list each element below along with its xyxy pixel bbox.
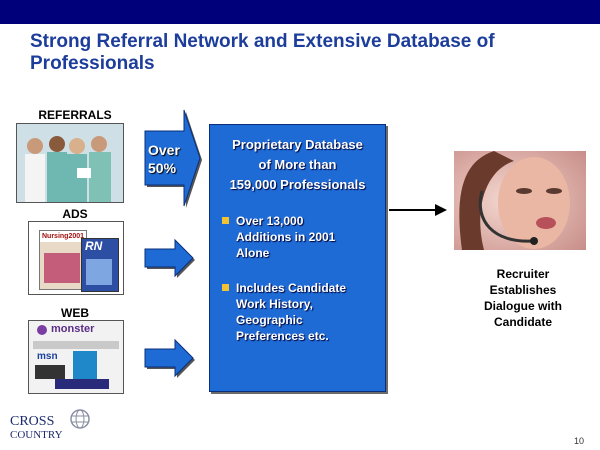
bullet-line: Includes Candidate [236,281,347,295]
msn-text: msn [37,351,58,362]
ads-arrow [144,238,195,278]
monster-logo: monster [35,323,119,339]
referrals-label: REFERRALS [38,108,112,122]
recruiter-headset-photo [454,151,586,250]
over-50-percent-text: Over 50% [148,141,188,177]
monster-text: monster [51,323,95,335]
logo-text-line2: COUNTRY [10,429,63,441]
magazine-rn-title: RN [85,239,103,253]
database-title: Proprietary Database of More than 159,00… [214,135,381,195]
database-title-line: 159,000 Professionals [229,177,366,192]
database-title-line: of More than [258,157,337,172]
bullet-square-icon [222,284,229,291]
recruiter-caption: Recruiter Establishes Dialogue with Cand… [464,266,582,330]
monster-icon [37,325,47,335]
slide-title: Strong Referral Network and Extensive Da… [30,31,495,74]
magazine-rn: RN [81,238,119,292]
over-text-line2: 50% [148,160,177,176]
web-arrow [144,338,195,378]
top-banner-bar [0,0,600,24]
arrow-to-recruiter-icon [389,204,447,216]
bullet-line: Additions in 2001 [236,230,336,244]
bullet-line: Geographic [236,313,303,327]
recruiter-caption-line: Dialogue with [484,299,562,313]
proprietary-database-box: Proprietary Database of More than 159,00… [209,124,386,392]
recruiter-caption-line: Recruiter [496,267,550,281]
bullet-square-icon [222,217,229,224]
over-50-percent-arrow [144,109,202,208]
ads-label: ADS [62,207,88,221]
logo-text-line1: CROSS [10,414,55,429]
cross-country-globe-icon [70,409,90,429]
recruiter-headset-image [454,151,586,250]
bullet-line: Preferences etc. [236,329,329,343]
referrals-photo [16,123,124,203]
database-title-line: Proprietary Database [232,137,363,152]
page-number: 10 [574,436,585,446]
bullet-line: Work History, [236,297,313,311]
web-photo: monster msn [28,320,124,394]
web-label: WEB [61,306,89,320]
recruiter-caption-line: Candidate [493,315,552,329]
bullet-line: Alone [236,246,270,260]
recruiter-caption-line: Establishes [489,283,557,297]
bullet-line: Over 13,000 [236,214,304,228]
ads-photo: Nursing2001 RN [28,221,124,295]
over-text-line1: Over [148,142,180,158]
medical-staff-image [17,124,123,202]
cross-country-logo: CROSS COUNTRY [8,408,118,442]
magazine-nursing-title: Nursing2001 [40,231,86,242]
magazine-nursing-2001: Nursing2001 [39,230,87,290]
